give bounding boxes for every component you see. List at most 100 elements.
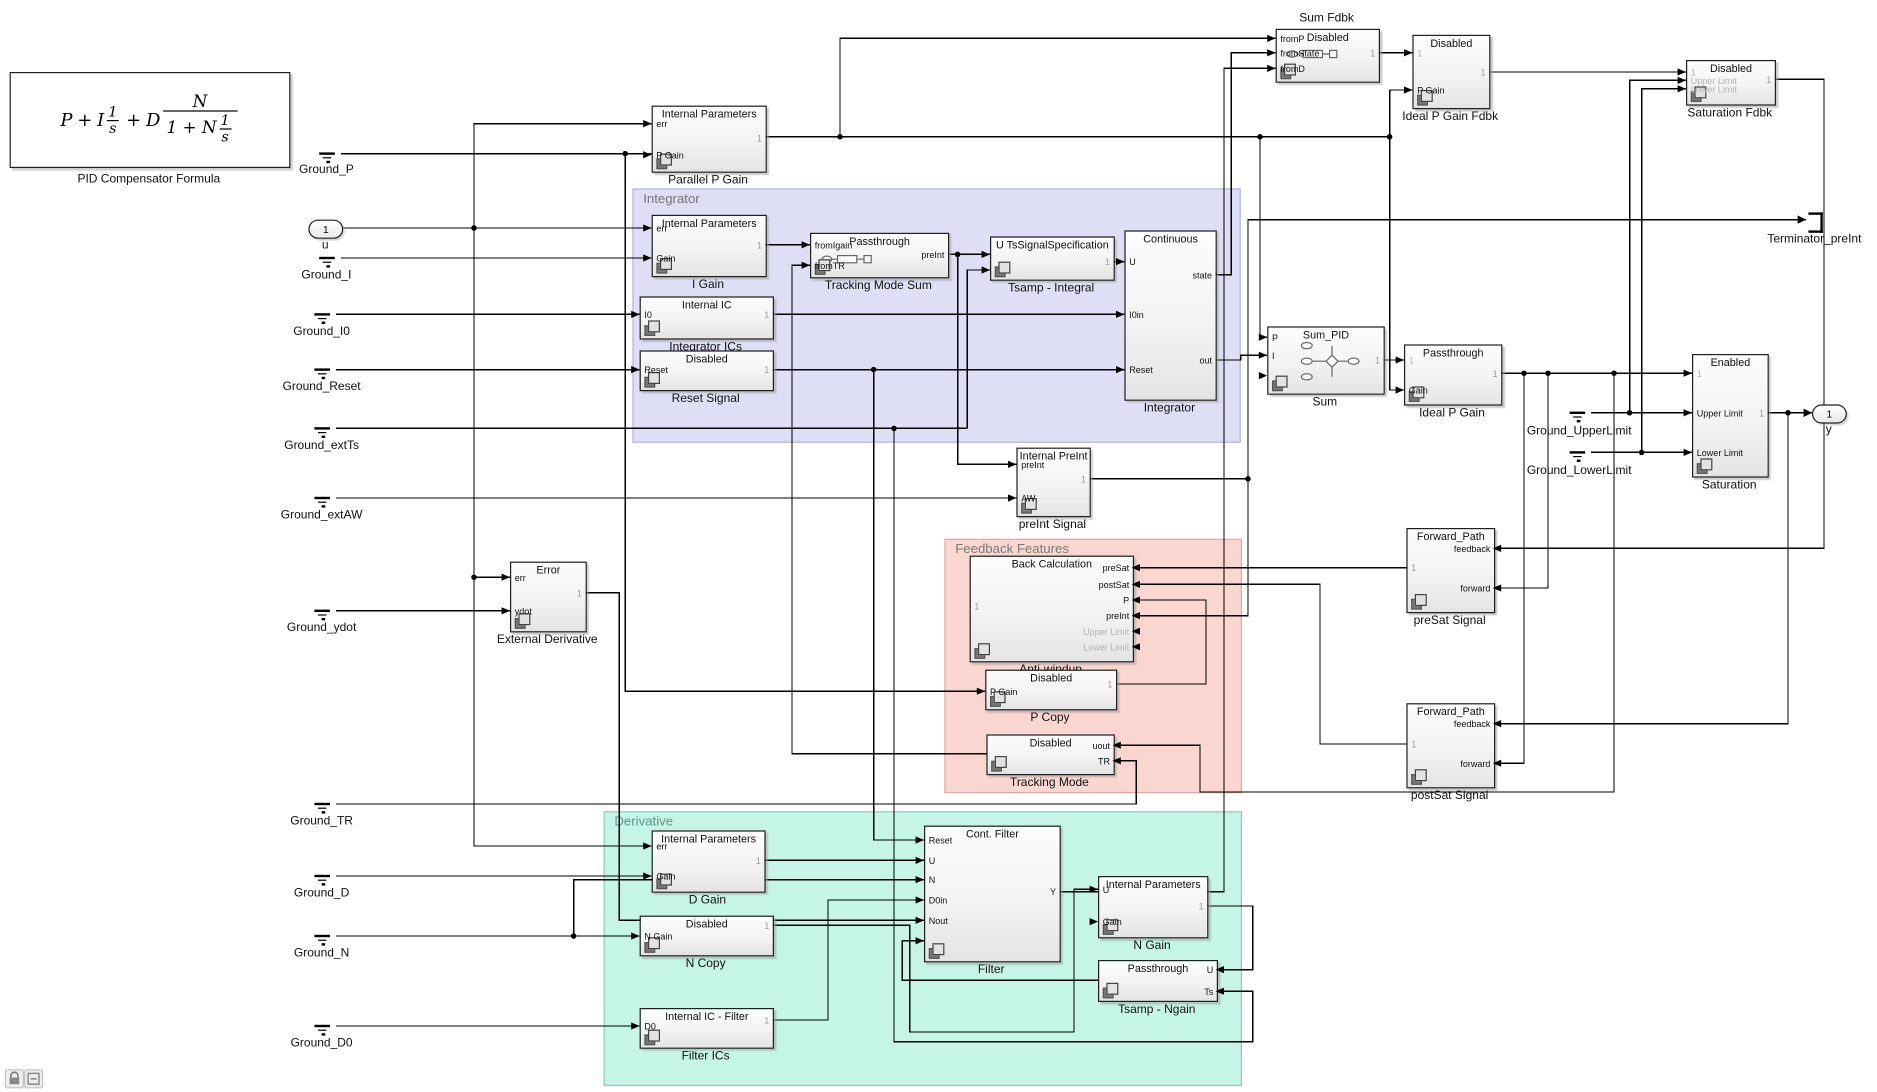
ground-symbol-icon[interactable] — [314, 368, 331, 380]
block-title: Internal Parameters — [1105, 878, 1201, 891]
port-1: 1 — [764, 920, 770, 932]
wire-junction-dot — [570, 933, 577, 939]
ground-symbol-icon[interactable] — [1569, 451, 1587, 463]
terminator-icon[interactable] — [1808, 212, 1823, 233]
wire-junction-dot — [471, 574, 477, 580]
lock-icon[interactable] — [4, 1069, 25, 1089]
wire-junction-dot — [1611, 370, 1617, 376]
input-arrow-icon — [1492, 544, 1502, 552]
input-arrow-icon — [631, 1021, 640, 1029]
input-arrow-icon — [631, 931, 640, 940]
input-arrow-icon — [1683, 408, 1693, 416]
variant-badge-icon — [1102, 982, 1119, 999]
ground-symbol-icon[interactable] — [314, 1024, 331, 1037]
port-ydot: ydot — [514, 606, 532, 617]
block-title: Internal IC — [681, 298, 732, 311]
port-P Gain: P Gain — [1417, 85, 1445, 96]
ground-symbol-icon[interactable] — [314, 934, 331, 947]
port-1: 1 — [1198, 901, 1204, 913]
variant-badge-icon — [1102, 919, 1119, 935]
block-name-label: Saturation — [1701, 478, 1757, 493]
arrowhead-icon — [1797, 215, 1807, 224]
inport[interactable]: 1 — [308, 219, 344, 239]
input-arrow-icon — [1492, 719, 1502, 727]
port-err: err — [656, 223, 668, 235]
port-err: err — [656, 841, 668, 853]
block-title: Error — [536, 564, 561, 576]
ground-symbol-icon[interactable] — [1569, 411, 1587, 424]
formula-term-d: D — [146, 109, 161, 131]
input-arrow-icon — [981, 250, 991, 258]
input-arrow-icon — [801, 261, 811, 269]
block-title: Back Calculation — [1011, 558, 1093, 570]
ground-label: Ground_extTs — [284, 439, 359, 453]
ground-symbol-icon[interactable] — [314, 313, 331, 325]
variant-badge-icon — [656, 153, 672, 170]
input-arrow-icon — [1404, 48, 1413, 56]
formula-term-p: P — [60, 109, 73, 131]
outport[interactable]: 1 — [1812, 404, 1847, 424]
ground-label: Ground_D — [293, 886, 350, 901]
ground-symbol-icon[interactable] — [314, 802, 331, 815]
port-N Gain: N Gain — [644, 931, 673, 943]
port-1: 1 — [756, 240, 762, 251]
input-arrow-icon — [1215, 965, 1224, 973]
block-name-label: D Gain — [688, 894, 727, 908]
ground-symbol-icon[interactable] — [314, 609, 331, 622]
variant-badge-icon — [1408, 386, 1425, 403]
input-arrow-icon — [915, 916, 925, 924]
collapse-badge-icon[interactable] — [24, 1069, 44, 1089]
input-arrow-icon — [501, 573, 511, 581]
wire — [839, 37, 1276, 137]
port-Ts: Ts — [1204, 986, 1214, 998]
port-P Gain: P Gain — [656, 150, 684, 161]
input-arrow-icon — [801, 240, 811, 248]
variant-badge-icon — [656, 258, 672, 274]
port-fromState: fromState — [1280, 48, 1320, 59]
ground-symbol-icon[interactable] — [319, 152, 336, 164]
input-arrow-icon — [1258, 351, 1268, 359]
port-forward: forward — [1460, 583, 1491, 594]
variant-badge-icon — [644, 320, 660, 336]
port-1: 1 — [764, 309, 770, 321]
ground-symbol-icon[interactable] — [314, 427, 331, 439]
ground-symbol-icon[interactable] — [314, 874, 331, 887]
input-arrow-icon — [1677, 76, 1687, 84]
port-1: 1 — [1411, 739, 1417, 750]
wire-junction-dot — [837, 134, 843, 140]
ground-symbol-icon[interactable] — [319, 256, 336, 269]
port-forward: forward — [1460, 758, 1491, 770]
ground-symbol-icon[interactable] — [314, 496, 331, 509]
ground-label: Ground_ydot — [286, 621, 357, 635]
port-1: 1 — [1696, 368, 1702, 380]
outport-label: y — [1825, 423, 1832, 437]
block-title: Disabled — [1029, 736, 1072, 749]
